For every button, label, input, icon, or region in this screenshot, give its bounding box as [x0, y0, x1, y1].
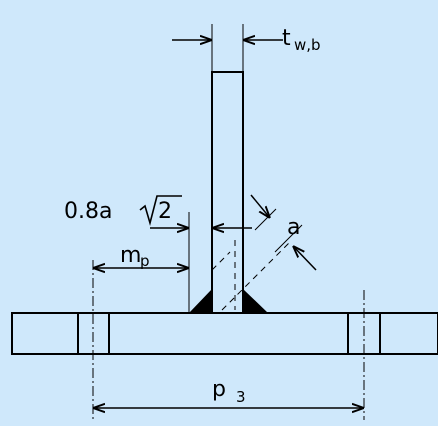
tw-label: t	[282, 26, 291, 51]
fillet-weld-right	[243, 289, 268, 313]
tw-subscript: w,b	[294, 36, 321, 54]
radical-sign	[139, 195, 182, 227]
a-extension-2	[274, 224, 303, 253]
weld-throat-hidden-line	[221, 242, 290, 311]
mp-subscript: p	[140, 252, 150, 270]
factor-label: 0.8a	[64, 199, 112, 224]
weld-throat-hidden-line-2	[211, 251, 231, 271]
a-label: a	[287, 215, 300, 240]
radical-label: 2	[158, 199, 172, 224]
fillet-weld-left	[189, 289, 212, 313]
p3-subscript: 3	[236, 388, 246, 406]
a-arrow-lower	[293, 246, 317, 271]
web-plate	[211, 71, 244, 314]
p3-label: p	[212, 377, 226, 402]
a-arrow-upper	[250, 194, 270, 218]
mp-label: m	[120, 243, 141, 268]
